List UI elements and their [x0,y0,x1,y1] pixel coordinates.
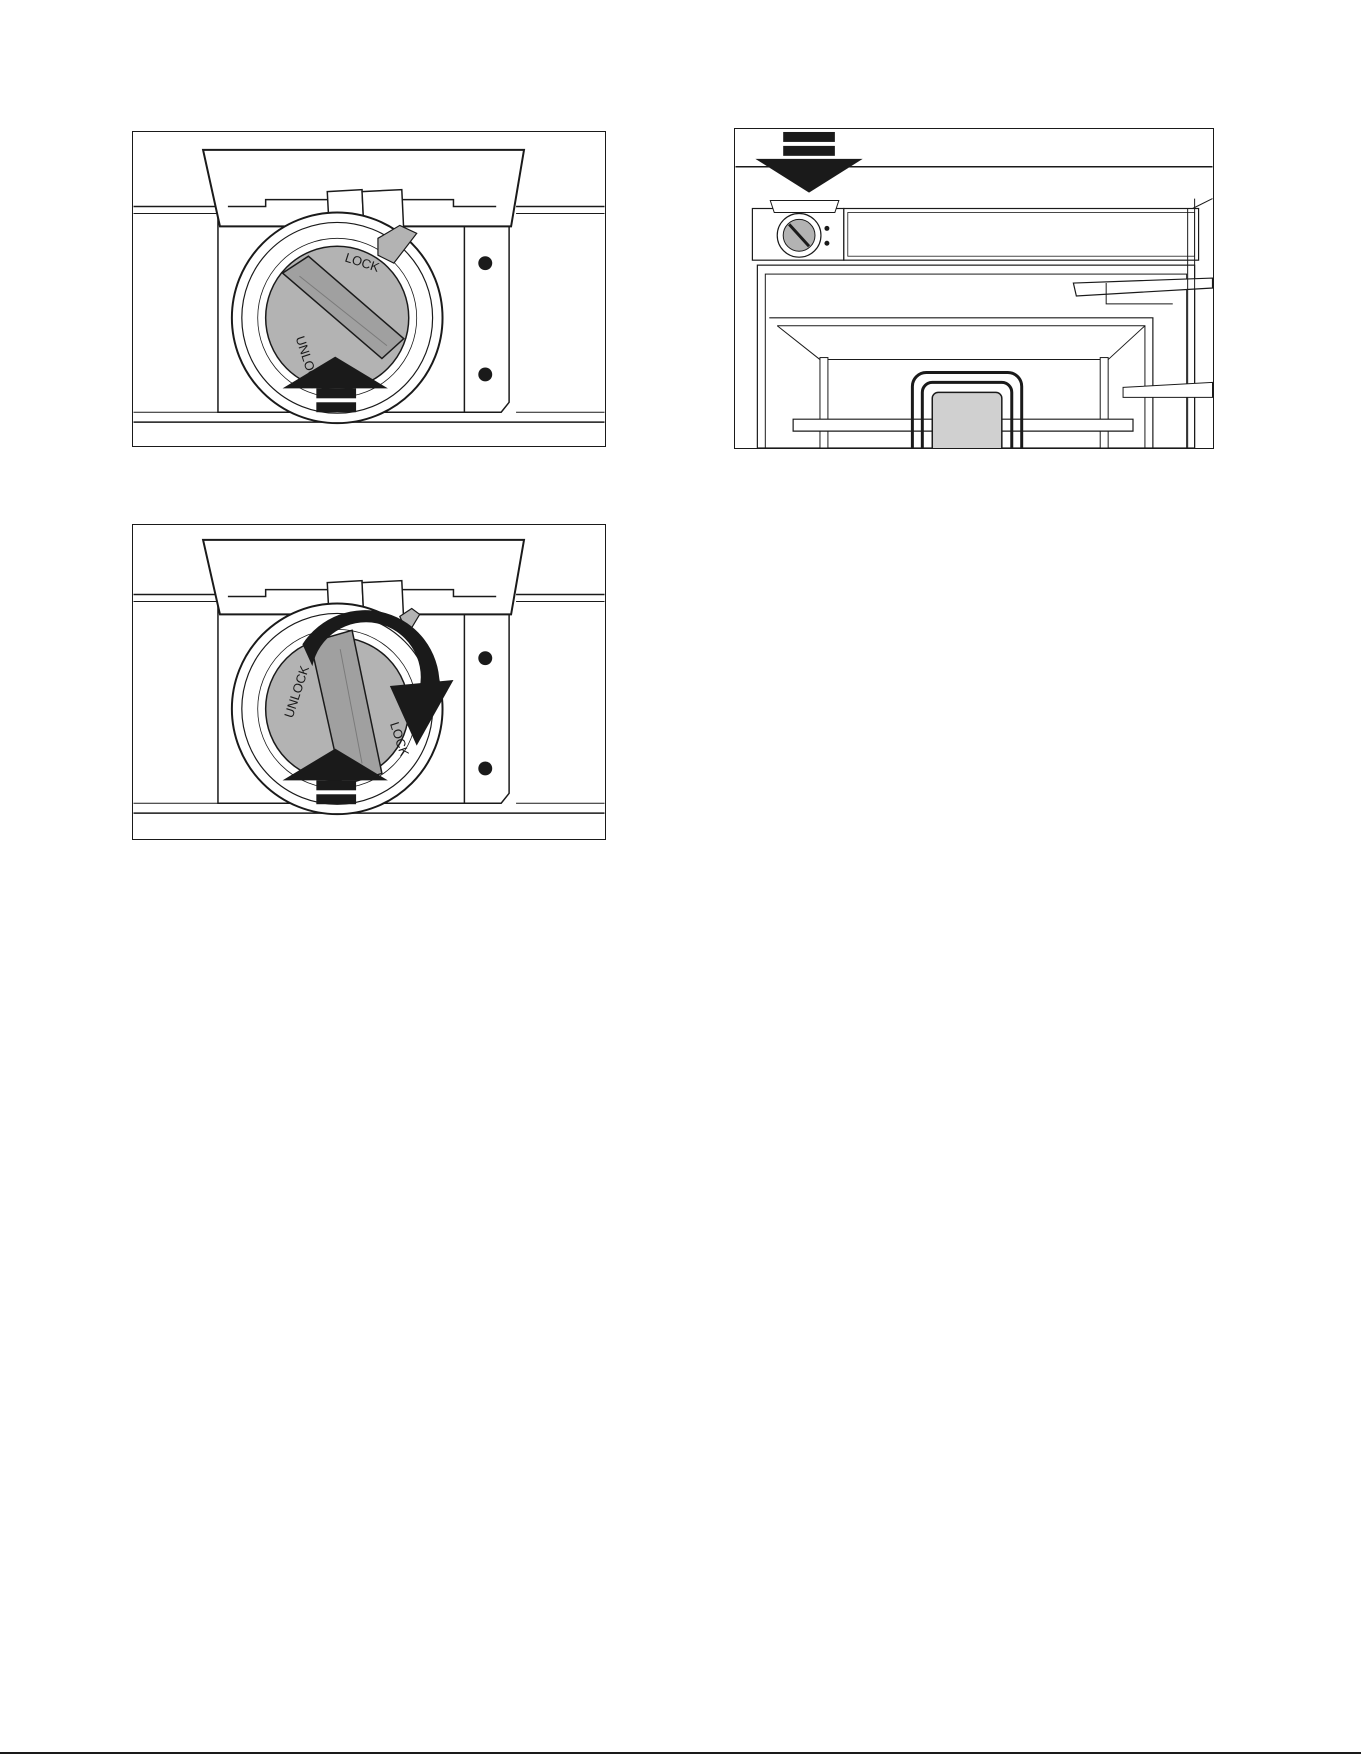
filter-rotate-figure: UNLOCK LOCK [132,524,606,840]
mount-dot-upper [478,651,492,665]
filter-lock-figure: LOCK UNLOCK [132,131,606,447]
mount-dot-lower [478,368,492,382]
page-bottom-rule [0,1752,1361,1754]
filter-rotate-illustration: UNLOCK LOCK [133,525,605,839]
mount-dot-lower [478,761,492,775]
filter-lock-illustration: LOCK UNLOCK [133,132,605,446]
mount-dot-upper [478,256,492,270]
fridge-interior-illustration [735,129,1213,448]
fridge-interior-figure [734,128,1214,449]
down-arrow-icon [755,132,862,193]
